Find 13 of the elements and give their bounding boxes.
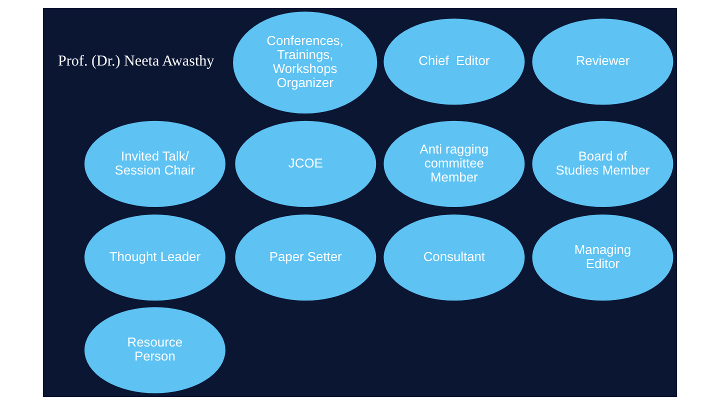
- node-ellipse: Reviewer: [532, 18, 674, 105]
- node-ellipse: Board of Studies Member: [532, 120, 674, 207]
- node-ellipse: JCOE: [235, 120, 376, 207]
- node-ellipse: Resource Person: [84, 307, 226, 394]
- node-ellipse: Conferences, Trainings, Workshops Organizer: [233, 12, 378, 114]
- node-ellipse: Consultant: [384, 214, 525, 301]
- node-ellipse: Anti ragging committee Member: [384, 120, 525, 207]
- node-ellipse: Managing Editor: [532, 214, 674, 301]
- node-ellipse: Paper Setter: [235, 214, 376, 301]
- node-ellipse: Thought Leader: [84, 214, 226, 301]
- node-ellipse: Chief Editor: [384, 18, 525, 105]
- label: Prof. (Dr.) Neeta Awasthy: [58, 54, 214, 70]
- node-ellipse: Invited Talk/ Session Chair: [84, 120, 226, 207]
